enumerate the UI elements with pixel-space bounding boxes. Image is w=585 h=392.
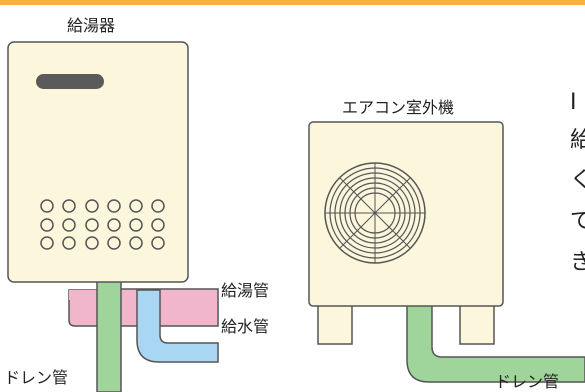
top-accent-bar [0, 0, 585, 5]
ac-outdoor-unit-leg-right [459, 301, 495, 345]
drain-pipe-right [406, 299, 585, 383]
ac-outdoor-unit-label: エアコン室外機 [342, 98, 455, 117]
side-text-line: 給 [570, 128, 585, 153]
hot-water-pipe-label: 給湯管 [221, 281, 270, 300]
side-text-line: I [570, 90, 577, 115]
water-heater-label: 給湯器 [67, 16, 116, 35]
side-text-line: き [570, 250, 585, 275]
drain-pipe-left [96, 269, 122, 392]
ac-outdoor-unit-leg-left [317, 301, 353, 345]
cold-water-pipe-label: 給水管 [221, 317, 270, 336]
heater-display-icon [36, 74, 104, 89]
ac-outdoor-unit [308, 121, 504, 307]
drain-pipe-right-label: ドレン管 [495, 372, 560, 391]
side-text-line: で [570, 209, 585, 234]
side-text-line: く [570, 168, 585, 193]
cold-water-pipe [136, 289, 219, 363]
fan-grille-icon [324, 162, 426, 264]
heater-vent-holes [40, 199, 165, 250]
drain-pipe-left-label: ドレン管 [4, 368, 69, 387]
